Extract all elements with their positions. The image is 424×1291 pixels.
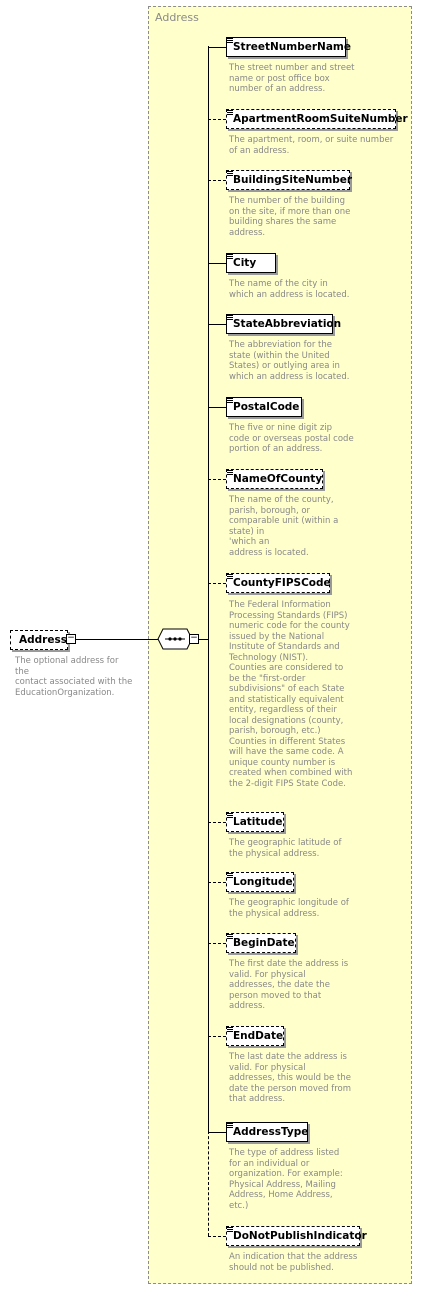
element-description: The geographic latitude of the physical … [229, 838, 342, 859]
element-connector-stub [208, 583, 226, 584]
sequence-connector-line [208, 46, 209, 1131]
element-label: StateAbbreviation [233, 318, 342, 330]
element-label: Latitude [233, 816, 283, 828]
element-lines-icon [226, 397, 234, 403]
element-lines-icon [226, 1122, 234, 1128]
panel-title: Address [155, 11, 199, 24]
sequence-compositor-dot [173, 637, 177, 641]
element-description: The last date the address is valid. For … [229, 1052, 351, 1104]
element-connector-stub [208, 47, 226, 48]
element-lines-icon [226, 812, 234, 818]
element-connector-stub [208, 180, 226, 181]
element-description: The type of address listed for an indivi… [229, 1148, 343, 1211]
address-sequence-panel [148, 6, 412, 1284]
element-lines-icon [226, 37, 234, 43]
element-connector-stub [208, 822, 226, 823]
element-lines-icon [226, 314, 234, 320]
element-box[interactable]: City [226, 253, 276, 273]
element-connector-stub [208, 407, 226, 408]
element-lines-icon [226, 573, 234, 579]
element-description: The first date the address is valid. For… [229, 959, 349, 1011]
element-box[interactable]: AddressType [226, 1122, 308, 1142]
element-label: DoNotPublishIndicator [233, 1230, 367, 1242]
element-description: The abbreviation for the state (within t… [229, 340, 350, 382]
element-connector-stub [208, 1132, 226, 1133]
root-element-label: Address [19, 634, 67, 646]
element-connector-stub [208, 882, 226, 883]
element-lines-icon [226, 872, 234, 878]
element-description: The Federal Information Processing Stand… [229, 600, 353, 789]
root-connector-line [76, 639, 158, 640]
root-element-address[interactable]: Address [10, 630, 68, 650]
element-description: The name of the city in which an address… [229, 279, 350, 300]
element-description: The number of the building on the site, … [229, 196, 351, 238]
sequence-compositor-dot [178, 637, 182, 641]
element-lines-icon [226, 469, 234, 475]
sequence-connector-stub [199, 639, 208, 640]
element-lines-icon [226, 109, 234, 115]
sequence-collapse-toggle[interactable]: − [189, 633, 199, 644]
element-label: City [233, 257, 257, 269]
element-box[interactable]: CountyFIPSCode [226, 573, 331, 593]
root-element-description: The optional address for the contact ass… [15, 656, 133, 698]
element-label: StreetNumberName [233, 41, 351, 53]
element-box[interactable]: StreetNumberName [226, 37, 351, 57]
element-label: NameOfCounty [233, 473, 323, 485]
element-lines-icon [226, 1026, 234, 1032]
root-collapse-toggle[interactable]: − [66, 633, 76, 644]
element-label: Longitude [233, 876, 293, 888]
element-description: The name of the county, parish, borough,… [229, 495, 339, 558]
element-description: The apartment, room, or suite number of … [229, 135, 394, 156]
element-description: The five or nine digit zip code or overs… [229, 423, 354, 454]
element-box[interactable]: BuildingSiteNumber [226, 170, 353, 190]
element-label: PostalCode [233, 401, 300, 413]
element-label: BuildingSiteNumber [233, 174, 353, 186]
element-lines-icon [226, 170, 234, 176]
element-label: ApartmentRoomSuiteNumber [233, 113, 408, 125]
element-box[interactable]: BeginDate [226, 933, 296, 953]
element-box[interactable]: EndDate [226, 1026, 284, 1046]
element-connector-stub [208, 479, 226, 480]
element-box[interactable]: Longitude [226, 872, 294, 892]
element-label: CountyFIPSCode [233, 577, 331, 589]
element-box[interactable]: ApartmentRoomSuiteNumber [226, 109, 408, 129]
element-description: The street number and street name or pos… [229, 63, 355, 94]
element-box[interactable]: DoNotPublishIndicator [226, 1226, 367, 1246]
element-connector-stub [208, 1036, 226, 1037]
element-connector-stub [208, 119, 226, 120]
element-connector-stub [208, 263, 226, 264]
element-box[interactable]: NameOfCounty [226, 469, 323, 489]
element-connector-stub [208, 1236, 226, 1237]
element-label: BeginDate [233, 937, 295, 949]
element-description: An indication that the address should no… [229, 1252, 358, 1273]
element-lines-icon [226, 933, 234, 939]
sequence-connector-line-optional [208, 1131, 209, 1236]
element-label: AddressType [233, 1126, 309, 1138]
element-box[interactable]: PostalCode [226, 397, 302, 417]
element-description: The geographic longitude of the physical… [229, 898, 349, 919]
sequence-compositor-dot [168, 637, 172, 641]
sequence-compositor-icon[interactable] [157, 628, 193, 650]
element-label: EndDate [233, 1030, 284, 1042]
element-lines-icon [226, 253, 234, 259]
element-connector-stub [208, 324, 226, 325]
element-lines-icon [226, 1226, 234, 1232]
element-box[interactable]: Latitude [226, 812, 284, 832]
element-connector-stub [208, 943, 226, 944]
element-box[interactable]: StateAbbreviation [226, 314, 341, 334]
